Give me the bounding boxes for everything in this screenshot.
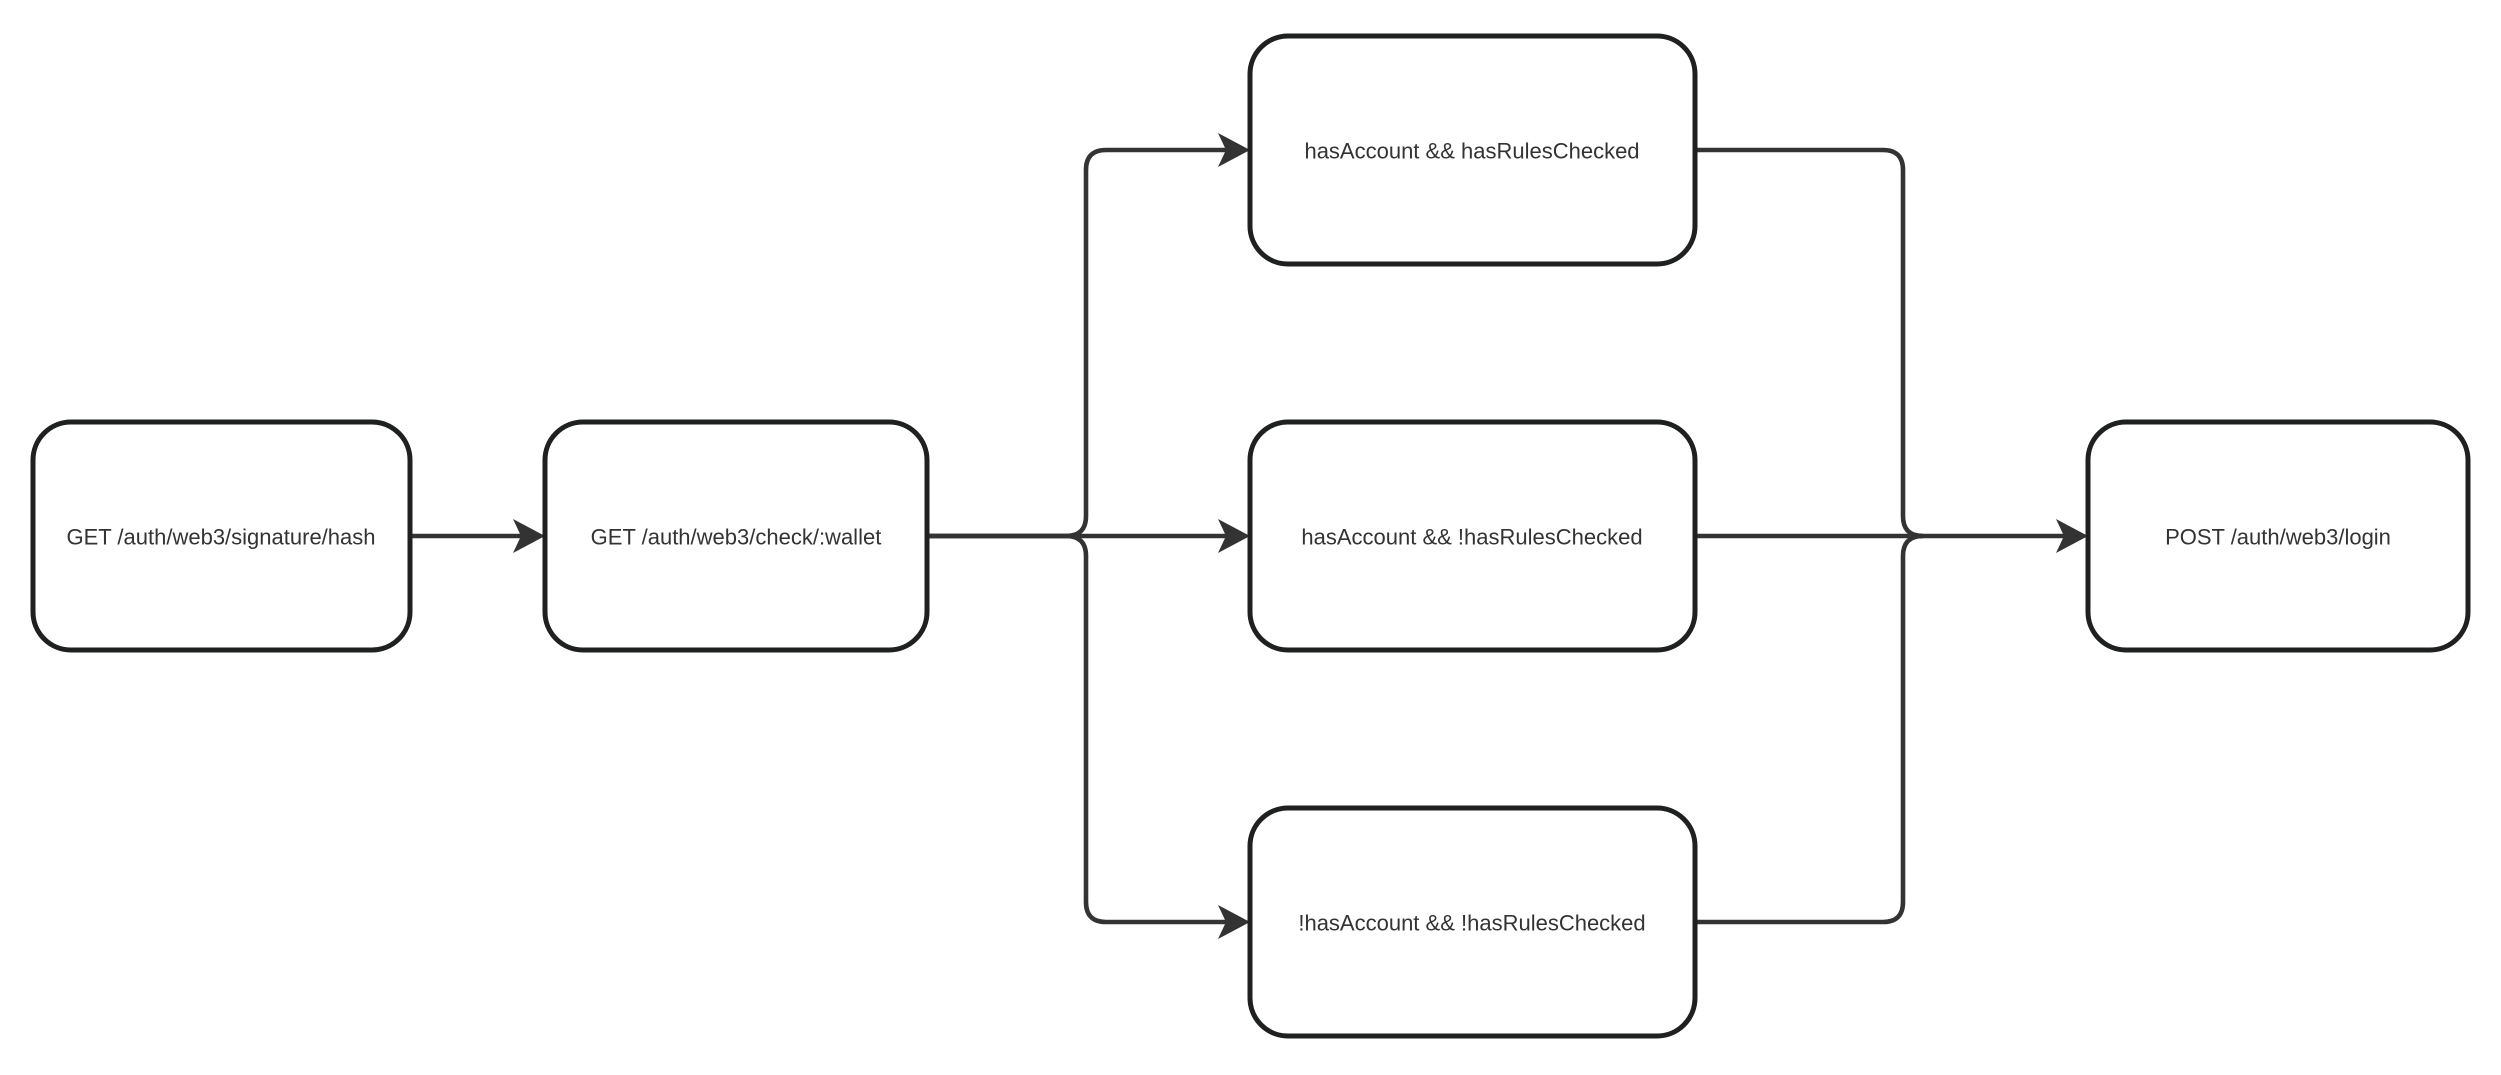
node-cond-has-account-has-rules-label: hasAccount && hasRulesChecked [1304,139,1639,164]
node-get-signature-hash: GET /auth/web3/signature/hash [30,419,413,653]
edge-check-to-cond-bottom [927,533,1226,925]
node-post-login: POST /auth/web3/login [2085,419,2471,653]
node-post-login-box [2085,419,2471,653]
edge-cond-bottom-to-login [1695,533,1924,925]
node-cond-no-account-no-rules-label: !hasAccount && !hasRulesChecked [1298,911,1645,936]
node-cond-no-account-no-rules-box [1247,805,1698,1039]
arrowhead-into-post-login [2056,519,2088,553]
edge-group [410,133,2088,939]
node-cond-has-account-has-rules: hasAccount && hasRulesChecked [1247,33,1698,267]
arrowhead-into-check-wallet [513,519,545,553]
node-cond-has-account-has-rules-box [1247,33,1698,267]
node-cond-has-account-no-rules-box [1247,419,1698,653]
node-cond-has-account-no-rules-label: hasAccount && !hasRulesChecked [1301,525,1642,550]
arrowhead-into-cond-middle [1218,519,1250,553]
node-get-check-wallet-label: GET /auth/web3/check/:wallet [591,525,882,550]
node-cond-has-account-no-rules: hasAccount && !hasRulesChecked [1247,419,1698,653]
node-get-check-wallet-box [542,419,930,653]
arrowhead-into-cond-top [1218,133,1250,167]
edge-cond-top-to-login [1695,147,1924,539]
edge-check-to-cond-top [927,147,1226,539]
node-get-check-wallet: GET /auth/web3/check/:wallet [542,419,930,653]
node-get-signature-hash-label: GET /auth/web3/signature/hash [66,525,375,550]
node-post-login-label: POST /auth/web3/login [2165,525,2391,550]
node-get-signature-hash-box [30,419,413,653]
node-cond-no-account-no-rules: !hasAccount && !hasRulesChecked [1247,805,1698,1039]
arrowhead-into-cond-bottom [1218,905,1250,939]
